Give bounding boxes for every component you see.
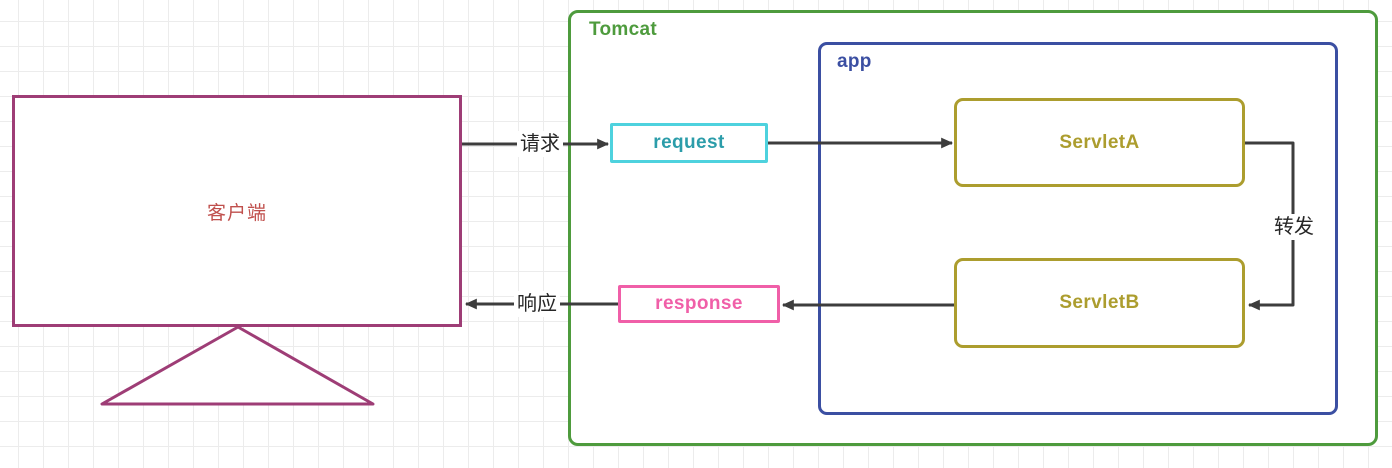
tomcat-label: Tomcat — [589, 19, 657, 40]
servlet-b-node: ServletB — [954, 258, 1245, 348]
servlet-b-label: ServletB — [1059, 292, 1140, 313]
response-node: response — [618, 285, 780, 323]
request-label: request — [653, 132, 725, 153]
request-node: request — [610, 123, 768, 163]
client-node: 客户端 — [12, 95, 462, 327]
edge-label-response: 响应 — [514, 291, 560, 317]
edge-label-request: 请求 — [517, 131, 563, 157]
servlet-a-node: ServletA — [954, 98, 1245, 187]
edge-label-forward: 转发 — [1271, 214, 1317, 240]
client-label: 客户端 — [206, 202, 267, 224]
client-monitor-stand — [100, 325, 375, 406]
response-label: response — [655, 293, 743, 314]
app-label: app — [837, 51, 872, 72]
servlet-a-label: ServletA — [1059, 131, 1140, 153]
